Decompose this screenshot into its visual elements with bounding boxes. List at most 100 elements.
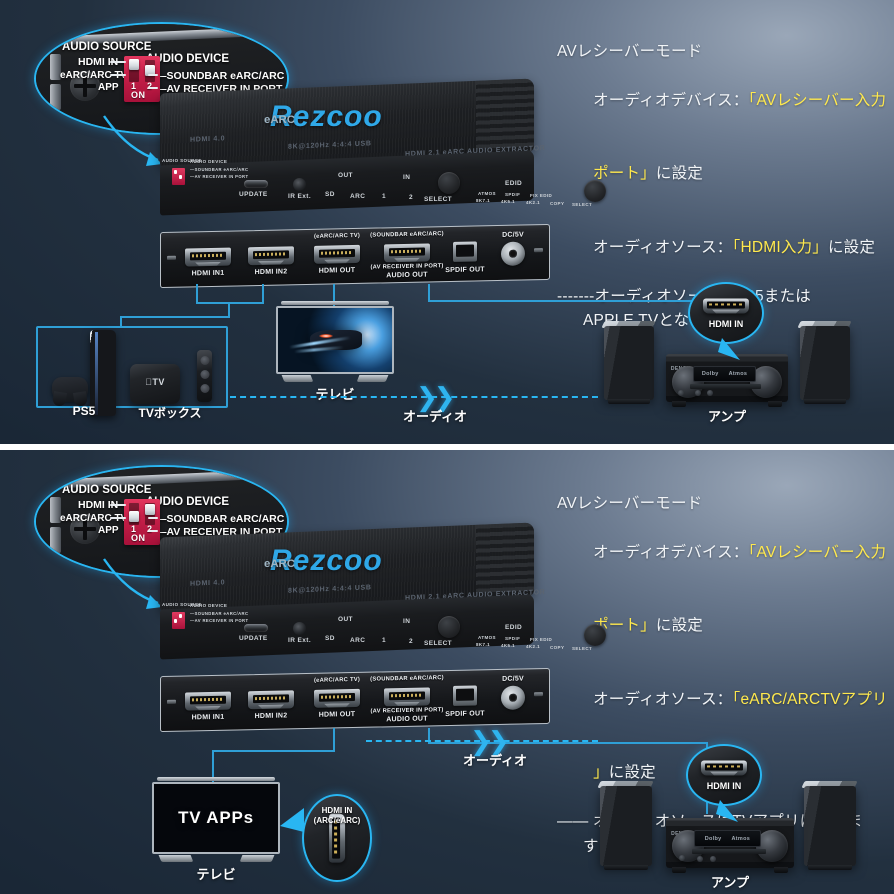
- port-spdif-out[interactable]: [453, 241, 477, 262]
- port-audio-out[interactable]: [384, 243, 430, 263]
- port-sublabel-hdmi-out: (eARC/ARC TV): [313, 232, 361, 240]
- brand-sublabel-earc: eARC: [264, 558, 296, 570]
- dip-lever-1-up[interactable]: [129, 59, 139, 70]
- body-soundbar-label: —SOUNDBAR eARC/ARC: [190, 611, 249, 616]
- in-group-label: IN: [403, 174, 411, 181]
- speaker-right-2: [801, 781, 858, 870]
- audio-flow-arrow-2: ❯❯: [470, 726, 510, 756]
- wire-hdmi-out-to-tv-2: [212, 750, 214, 782]
- audio-flow-arrow-1: ❯❯: [416, 382, 456, 412]
- in-group-label: IN: [403, 618, 411, 625]
- in-2-label: 2: [409, 194, 414, 201]
- device-body-dip-switch[interactable]: [172, 168, 185, 185]
- hdmi-port-closeup-icon: [702, 298, 750, 314]
- device-rear-ports-1: HDMI IN1 HDMI IN2 (eARC/ARC TV) HDMI OUT…: [160, 223, 550, 289]
- audio-source-option-app: APP: [98, 82, 119, 93]
- edid-select-knob[interactable]: [584, 180, 606, 202]
- audio-device-option-soundbar: —SOUNDBAR eARC/ARC: [156, 70, 285, 82]
- body-audio-source-label: AUDIO SOURCE: [162, 158, 202, 163]
- tv-top-bar: [157, 777, 275, 781]
- body-audio-device-label: AUDIO DEVICE: [190, 603, 228, 608]
- lead-line-source-hdmi: [110, 504, 126, 506]
- lead-line-device-receiver: [148, 87, 158, 89]
- instruction-line-1: AVレシーバーモード: [557, 495, 703, 512]
- device-front-panel-2: AUDIO SOURCE AUDIO DEVICE —SOUNDBAR eARC…: [160, 594, 606, 664]
- television-2: TV APPs: [152, 777, 280, 854]
- port-dc-power[interactable]: [501, 241, 525, 266]
- dip-lever-2-up[interactable]: [145, 65, 155, 76]
- dip-switch-block-1[interactable]: 1 2 ON: [124, 56, 160, 102]
- magnifier-pointer-2: [103, 558, 162, 609]
- ir-ext-jack[interactable]: [293, 178, 306, 191]
- tv-hdmi-arc-callout: HDMI IN (ARC/eARC): [302, 794, 372, 882]
- device-model-text-left: HDMI 4.0: [190, 135, 226, 144]
- edid-select-knob[interactable]: [584, 624, 606, 646]
- audio-source-option-hdmi-in: HDMI IN—: [78, 56, 129, 68]
- port-hdmi-out[interactable]: [314, 688, 360, 708]
- panel-divider: [0, 444, 894, 450]
- audio-device-title: AUDIO DEVICE: [146, 496, 230, 508]
- mount-bracket-lower: [50, 527, 61, 553]
- apple-tv-logo: TV: [145, 377, 164, 388]
- usb-c-update-port[interactable]: [244, 180, 268, 188]
- dip-slot-1: [129, 60, 139, 82]
- tvbox-label: TVボックス: [138, 406, 202, 420]
- tv-stand: [160, 854, 273, 862]
- input-select-knob[interactable]: [438, 172, 460, 194]
- port-label-spdif-out: SPDIF OUT: [445, 266, 485, 275]
- port-audio-out[interactable]: [384, 687, 430, 707]
- port-hdmi-in1[interactable]: [185, 691, 231, 711]
- port-hdmi-in2[interactable]: [248, 690, 294, 710]
- edid-fix-label: FIX EDID: [530, 193, 553, 198]
- dip-on-label: ON: [131, 533, 146, 543]
- instruction-line-5-highlight: 」: [593, 764, 609, 782]
- dip-lever-1-down-on[interactable]: [129, 511, 139, 522]
- port-hdmi-in1[interactable]: [185, 247, 231, 267]
- port-label-hdmi-in2: HDMI IN2: [254, 268, 288, 277]
- instruction-line-1: AVレシーバーモード: [557, 43, 703, 60]
- tv-screen-text: TV APPs: [178, 808, 254, 827]
- edid-select-label: SELECT: [572, 646, 593, 651]
- port-dc-power[interactable]: [501, 685, 525, 710]
- edid-8k71-label: 8K7.1: [476, 642, 491, 647]
- audio-source-title: AUDIO SOURCE: [62, 484, 152, 496]
- device-top-shell-2: eARC Rezcoo HDMI 4.0 8K@120Hz 4:4:4 USB …: [160, 522, 545, 612]
- brand-logo-rezcoo-2: eARC Rezcoo: [264, 544, 383, 578]
- rear-screw-left: [167, 255, 176, 260]
- body-audio-device-label: AUDIO DEVICE: [190, 159, 228, 164]
- audio-flow-line-2: [366, 740, 598, 742]
- port-hdmi-out[interactable]: [314, 244, 360, 264]
- port-label-spdif-out: SPDIF OUT: [445, 710, 485, 719]
- audio-flow-label-1: オーディオ: [402, 409, 468, 424]
- tv-label-1: テレビ: [315, 387, 355, 402]
- device-model-text-left: HDMI 4.0: [190, 579, 226, 588]
- dip-lever-2-up[interactable]: [145, 504, 155, 515]
- mount-bracket-lower: [50, 84, 61, 110]
- device-body-dip-switch[interactable]: [172, 612, 185, 629]
- wire-audio-out-down-2: [428, 728, 430, 744]
- ir-ext-jack[interactable]: [293, 622, 306, 635]
- input-select-knob[interactable]: [438, 616, 460, 638]
- lead-line-device-receiver: [148, 530, 158, 532]
- rear-screw-right: [534, 248, 543, 253]
- port-spdif-out[interactable]: [453, 685, 477, 706]
- port-hdmi-in2[interactable]: [248, 246, 294, 266]
- port-sublabel-audio-out-receiver: (AV RECEIVER IN PORT): [370, 707, 444, 715]
- ir-ext-label: IR Ext.: [288, 637, 312, 644]
- wire-hdmi-out-left-2: [212, 750, 335, 752]
- audio-source-title: AUDIO SOURCE: [62, 41, 152, 53]
- edid-spdif-label: SPDIF: [505, 636, 521, 641]
- brand-name: Rezcoo: [270, 100, 383, 133]
- instruction-line-2-highlight: 「AVレシーバー入力: [748, 91, 887, 109]
- brand-sublabel-earc: eARC: [264, 114, 296, 126]
- edid-atmos-label: ATMOS: [478, 635, 496, 640]
- sd-label: SD: [325, 191, 335, 198]
- usb-c-update-port[interactable]: [244, 624, 268, 632]
- port-label-audio-out: AUDIO OUT: [386, 271, 428, 280]
- dip-switch-block-2[interactable]: 1 2 ON: [124, 499, 160, 545]
- tv-screen: [276, 306, 394, 374]
- port-sublabel-audio-out-soundbar: (SOUNDBAR eARC/ARC): [370, 675, 444, 683]
- device-front-panel-1: AUDIO SOURCE AUDIO DEVICE —SOUNDBAR eARC…: [160, 150, 606, 220]
